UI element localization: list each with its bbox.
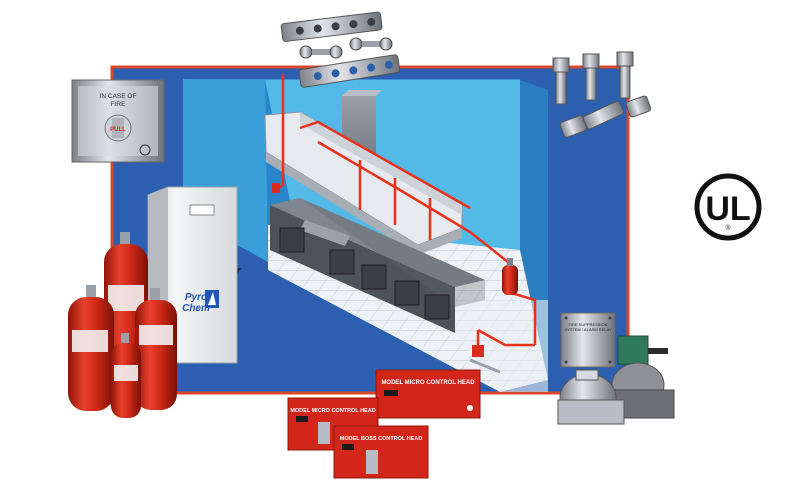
agent-cylinder-in-scene bbox=[502, 258, 518, 295]
cabinet-brand-line2: Chem bbox=[182, 303, 210, 314]
agent-piping bbox=[274, 74, 537, 355]
cylinder-right bbox=[135, 288, 177, 410]
ul-letters: UL bbox=[705, 190, 750, 228]
cylinder-left bbox=[68, 285, 114, 411]
pull-station-line2: FIRE bbox=[111, 101, 126, 108]
detector-brackets bbox=[280, 11, 401, 88]
pull-station-line1: IN CASE OF bbox=[100, 93, 137, 100]
gas-valve-in-scene bbox=[469, 345, 501, 374]
pull-station-line3: PULL bbox=[110, 127, 126, 133]
ul-certification-mark bbox=[694, 173, 762, 241]
gas-shutoff-valves bbox=[557, 335, 675, 425]
relay-line2: SYSTEM / ALARM RELAY bbox=[564, 327, 612, 332]
control-head-1 bbox=[375, 369, 481, 419]
cylinder-small bbox=[111, 333, 141, 418]
manual-pull-box bbox=[272, 183, 280, 193]
ul-registered-symbol: ® bbox=[725, 224, 731, 232]
agent-cylinders bbox=[68, 232, 177, 418]
manual-pull-station bbox=[71, 79, 165, 163]
control-head-3 bbox=[333, 425, 429, 479]
alarm-relay-box bbox=[560, 312, 616, 368]
relay-line1: FIRE SUPPRESSION bbox=[568, 322, 607, 327]
control-head-3-label: MODEL BOSS CONTROL HEAD bbox=[340, 436, 423, 442]
cabinet-brand-line1: Pyro bbox=[185, 292, 207, 303]
cooking-appliances bbox=[191, 198, 485, 333]
discharge-nozzles bbox=[552, 51, 652, 138]
control-head-1-label: MODEL MICRO CONTROL HEAD bbox=[381, 380, 475, 386]
control-head-2-label: MODEL MICRO CONTROL HEAD bbox=[290, 408, 375, 414]
